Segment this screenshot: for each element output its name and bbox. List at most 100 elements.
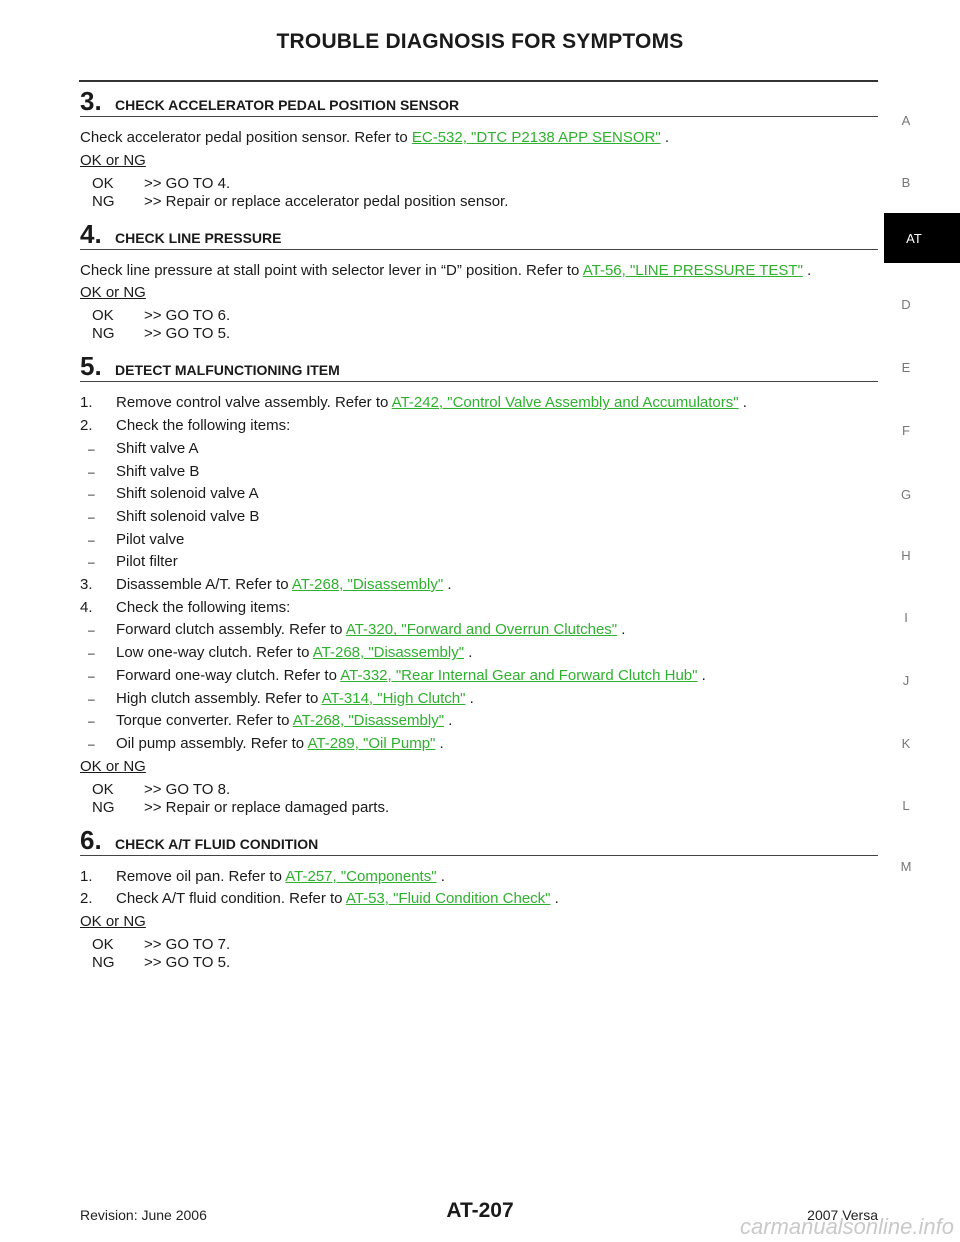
step-4: 4.CHECK LINE PRESSURE Check line pressure… [80,219,878,344]
instruction-line: –Pilot filter [80,551,878,574]
instruction-line: –Oil pump assembly. Refer to AT-289, "Oi… [80,733,878,756]
result-code: OK [92,780,114,798]
section-tab-g[interactable]: G [900,487,912,502]
line-suffix: . [697,666,706,684]
result-code: OK [92,307,114,325]
line-text: Oil pump assembly. Refer to [116,734,308,752]
line-text: Shift valve A [116,439,199,457]
reference-link[interactable]: AT-53, "Fluid Condition Check" [345,890,551,908]
section-tab-a[interactable]: A [901,113,911,128]
step-title: CHECK A/T FLUID CONDITION [115,835,319,852]
result-row: NG>> Repair or replace damaged parts. [80,799,878,817]
section-tab-m[interactable]: M [900,859,912,874]
instruction-line: Check accelerator pedal position sensor.… [80,127,878,150]
step-heading: 6.CHECK A/T FLUID CONDITION [80,825,878,855]
step-6: 6.CHECK A/T FLUID CONDITION 1. Remove oil … [80,825,878,972]
line-text: Shift valve B [116,462,200,480]
vehicle-model: 2007 Versa [807,1207,878,1223]
line-suffix: . [617,621,626,639]
list-number: 1. [80,867,93,885]
step-divider [80,248,878,250]
reference-link[interactable]: AT-242, "Control Valve Assembly and Accu… [391,394,739,412]
line-text: Forward clutch assembly. Refer to [116,621,346,639]
instruction-line: 1. Remove oil pan. Refer to AT-257, "Comp… [80,866,878,889]
results-block: OK>> GO TO 7.NG >> GO TO 5. [80,936,878,972]
line-text: Check line pressure at stall point with … [80,261,583,279]
line-text: Check the following items: [116,417,291,435]
line-text: Remove control valve assembly. Refer to [116,394,392,412]
line-suffix: . [738,394,747,412]
result-row: OK>> GO TO 7. [80,936,878,954]
result-row: OK >> GO TO 4. [80,175,878,193]
list-dash: – [88,691,95,706]
list-dash: – [88,464,95,479]
reference-link[interactable]: AT-56, "LINE PRESSURE TEST" [582,261,803,279]
list-number: 4. [80,598,93,616]
result-code: OK [92,936,114,954]
line-text: Shift solenoid valve A [116,485,259,503]
section-index-sidebar: A B AT D E F G H I J K L M [884,0,960,1242]
line-text: Remove oil pan. Refer to [116,867,286,885]
instruction-line: –Forward clutch assembly. Refer to AT-32… [80,619,878,642]
result-action: >> GO TO 6. [144,307,231,325]
reference-link[interactable]: EC-532, "DTC P2138 APP SENSOR" [411,129,661,146]
reference-link[interactable]: AT-268, "Disassembly" [312,644,465,662]
results-block: OK >> GO TO 6. NG >> GO TO 5. [80,307,878,343]
list-dash: – [88,668,95,683]
instruction-line: –Shift solenoid valve B [80,506,878,529]
section-tab-l[interactable]: L [902,798,910,813]
line-text: Pilot valve [116,530,185,548]
section-tab-b[interactable]: B [901,175,911,190]
instruction-line: 1.Remove control valve assembly. Refer t… [80,392,878,415]
line-suffix: . [660,129,670,146]
instruction-line: 3.Disassemble A/T. Refer to AT-268, "Dis… [80,574,878,597]
ok-or-ng-label: OK or NG [80,913,146,931]
instruction-line: –Pilot valve [80,529,878,552]
result-code: NG [92,192,115,210]
ok-or-ng-label: OK or NG [80,284,146,302]
section-tab-i[interactable]: I [904,610,908,625]
list-dash: – [88,714,95,729]
result-action: >> Repair or replace accelerator pedal p… [144,192,509,210]
result-action: >> GO TO 5. [144,325,231,343]
result-code: NG [92,325,115,343]
step-heading: 4.CHECK LINE PRESSURE [80,219,878,249]
reference-link[interactable]: AT-289, "Oil Pump" [307,734,436,752]
result-action: >> GO TO 4. [144,174,231,192]
section-tab-h[interactable]: H [901,548,911,563]
line-suffix: . [802,261,812,279]
section-tab-f[interactable]: F [902,423,910,438]
line-suffix: . [435,734,444,752]
result-code: NG [92,954,115,972]
ok-or-ng-label: OK or NG [80,757,146,775]
section-tab-d[interactable]: D [901,297,911,312]
revision-date: Revision: June 2006 [80,1207,207,1223]
instruction-line: 2.Check A/T fluid condition. Refer to AT… [80,888,878,911]
list-dash: – [88,646,95,661]
list-number: 2. [80,890,93,908]
list-dash: – [88,441,95,456]
step-number: 5. [80,351,102,382]
result-row: NG >> GO TO 5. [80,325,878,343]
line-text: Torque converter. Refer to [116,712,293,730]
result-action: >> Repair or replace damaged parts. [144,798,390,816]
reference-link[interactable]: AT-268, "Disassembly" [292,712,445,730]
list-number: 3. [80,576,93,594]
result-code: OK [92,174,114,192]
line-suffix: . [464,644,473,662]
list-dash: – [88,555,95,570]
main-content: 3.CHECK ACCELERATOR PEDAL POSITION SENSO… [80,86,878,980]
reference-link[interactable]: AT-268, "Disassembly" [291,576,444,594]
step-number: 3. [80,86,102,116]
section-tab-j[interactable]: J [902,673,910,688]
reference-link[interactable]: AT-257, "Components" [285,867,437,885]
reference-link[interactable]: AT-314, "High Clutch" [321,689,466,707]
section-tab-k[interactable]: K [901,736,911,751]
reference-link[interactable]: AT-332, "Rear Internal Gear and Forward … [340,666,698,684]
section-tab-e[interactable]: E [901,360,911,375]
reference-link[interactable]: AT-320, "Forward and Overrun Clutches" [345,621,618,639]
result-action: >> GO TO 5. [144,954,231,972]
section-tab-active[interactable]: AT [884,213,960,263]
list-dash: – [88,509,95,524]
